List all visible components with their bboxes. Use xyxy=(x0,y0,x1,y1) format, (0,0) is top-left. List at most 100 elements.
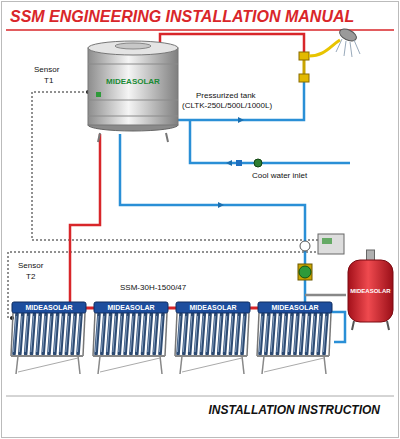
solar-collector-shape xyxy=(31,314,34,354)
shower xyxy=(309,27,360,57)
solar-collector-shape xyxy=(20,314,23,354)
solar-collector-shape xyxy=(247,313,249,356)
solar-collector-shape xyxy=(93,355,165,357)
solar-collector-shape xyxy=(258,302,332,374)
solar-collector-shape xyxy=(165,313,167,356)
part-label: SSM-30H-1500/47 xyxy=(120,284,186,292)
solar-collector-shape xyxy=(60,316,63,352)
solar-collector-shape xyxy=(102,314,105,354)
solar-collector-shape xyxy=(142,316,145,352)
sensor-probe xyxy=(10,90,90,320)
storage-tank-shape xyxy=(88,116,178,117)
shower xyxy=(350,42,352,57)
solar-collector-shape xyxy=(66,316,69,352)
solar-collector-shape xyxy=(12,302,86,374)
solar-collector-shape xyxy=(329,313,331,356)
solar-collector-shape xyxy=(55,314,58,354)
solar-collector-shape xyxy=(48,316,51,352)
solar-collector-shape xyxy=(257,355,329,357)
cold-pipe xyxy=(190,120,350,163)
solar-collector-shape xyxy=(218,316,221,352)
solar-collector-shape xyxy=(306,316,309,352)
solar-collector-shape xyxy=(219,314,222,354)
solar-collector-shape xyxy=(242,316,245,352)
expansion-tank-shape xyxy=(348,260,393,322)
brand-text: MIDEASOLAR xyxy=(271,304,318,311)
solar-collector-shape xyxy=(14,316,17,352)
solar-collector-shape xyxy=(101,316,104,352)
solar-collector-shape xyxy=(125,316,128,352)
solar-collector-shape xyxy=(277,314,280,354)
solar-collector-shape xyxy=(260,314,263,354)
solar-collector-shape xyxy=(98,356,100,374)
solar-collector-shape xyxy=(300,316,303,352)
mixing-valve xyxy=(299,52,309,60)
solar-collector: MIDEASOLAR xyxy=(258,302,332,374)
solar-collector-shape xyxy=(154,316,157,352)
expansion-tank-shape xyxy=(387,321,389,330)
solar-collector-shape xyxy=(119,316,122,352)
hot-pipe xyxy=(70,34,304,302)
shower xyxy=(336,39,342,52)
solar-collector-shape xyxy=(289,316,292,352)
page-title: SSM ENGINEERING INSTALLATION MANUAL xyxy=(10,9,354,25)
solar-collector-shape xyxy=(307,314,310,354)
brand-text: MIDEASOLAR xyxy=(189,304,236,311)
solar-collector-shape xyxy=(107,316,110,352)
solar-collector-shape xyxy=(236,314,239,354)
solar-collector-shape xyxy=(190,314,193,354)
sensor-wire xyxy=(8,252,318,318)
solar-collector-shape xyxy=(236,316,239,352)
pipe-link xyxy=(250,307,258,310)
solar-collector-shape xyxy=(160,314,163,354)
solar-collector-shape xyxy=(230,316,233,352)
solar-collector-shape xyxy=(207,314,210,354)
solar-collector-shape xyxy=(19,316,22,352)
solar-collector-shape xyxy=(37,316,40,352)
solar-collector-shape xyxy=(258,302,332,313)
part-label: Sensor xyxy=(18,262,43,270)
solar-collector-shape xyxy=(265,316,268,352)
solar-collector-shape xyxy=(131,314,134,354)
solar-collector-shape xyxy=(180,356,182,374)
solar-collector-shape xyxy=(25,316,28,352)
storage-tank-shape xyxy=(88,38,178,135)
solar-collector-shape xyxy=(94,302,168,313)
solar-collector-shape xyxy=(312,314,315,354)
pump-station xyxy=(322,238,332,244)
solar-collector-shape xyxy=(143,314,146,354)
solar-collector-shape xyxy=(266,314,269,354)
solar-collector-shape xyxy=(212,316,215,352)
hot-pipe xyxy=(160,34,304,52)
pump-station xyxy=(299,266,311,278)
expansion-tank-shape xyxy=(352,321,354,330)
solar-collector-shape xyxy=(175,355,247,357)
page-caption: INSTALLATION INSTRUCTION xyxy=(208,404,380,416)
solar-collector: MIDEASOLAR xyxy=(12,302,86,374)
flow-arrow xyxy=(226,160,232,166)
storage-tank: MIDEASOLAR xyxy=(88,38,178,135)
solar-collector-shape xyxy=(189,316,192,352)
solar-collector-shape xyxy=(262,356,264,374)
solar-collector-shape xyxy=(113,316,116,352)
solar-collector-shape xyxy=(148,316,151,352)
solar-collector-shape xyxy=(264,358,324,372)
solar-collector-shape xyxy=(242,314,245,354)
solar-collector-shape xyxy=(18,358,78,372)
tank-legs xyxy=(98,133,100,142)
tank-legs xyxy=(166,133,168,142)
storage-tank-shape xyxy=(88,64,178,65)
part-label: Sensor xyxy=(34,66,59,74)
solar-collector-shape xyxy=(72,314,75,354)
mixing-valve xyxy=(299,74,309,82)
solar-collector-shape xyxy=(178,314,181,354)
solar-collector-shape xyxy=(12,302,86,313)
storage-tank-shape xyxy=(88,48,178,125)
solar-collector-shape xyxy=(283,314,286,354)
solar-collector-shape xyxy=(160,316,163,352)
solar-collector-shape xyxy=(324,316,327,352)
solar-collector-shape xyxy=(137,314,140,354)
